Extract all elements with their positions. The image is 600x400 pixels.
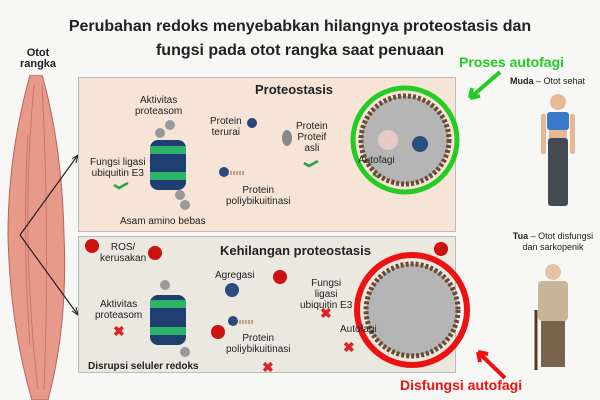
- skeletal-muscle-illustration: [7, 75, 79, 400]
- l1: Fungsi: [311, 278, 342, 289]
- proteostasis-heading: Proteostasis: [255, 82, 334, 97]
- l2: terurai: [211, 127, 241, 138]
- green-arrow-icon: [468, 70, 502, 100]
- l2: poliybikuitinasi: [226, 344, 291, 355]
- title-line-1: Perubahan redoks menyebabkan hilangnya p…: [68, 18, 532, 35]
- young-bold: Muda: [510, 76, 534, 86]
- l2: kerusakan: [100, 253, 147, 264]
- l2: poliybikuitinasi: [226, 196, 291, 207]
- cross-icons: ✖ ✖ ✖ ✖: [113, 305, 355, 375]
- l1: Protein: [296, 121, 328, 132]
- l1: Fungsi ligasi: [90, 157, 146, 168]
- l2: proteasom: [95, 310, 143, 321]
- svg-text:✖: ✖: [262, 359, 274, 375]
- autophagy-label: Autofagi: [358, 155, 395, 166]
- muscle-label-2: rangka: [19, 58, 57, 70]
- l3: ubiquitin E3: [300, 300, 353, 311]
- muscle-label-1: Otot: [26, 47, 50, 59]
- svg-text:✖: ✖: [320, 305, 332, 321]
- svg-text:✖: ✖: [113, 323, 125, 339]
- old-bold: Tua: [512, 231, 529, 241]
- title-line-2: fungsi pada otot rangka saat penuaan: [155, 42, 445, 59]
- polyubiquitinated-protein-icon: [219, 167, 229, 177]
- young-person-figure: [541, 94, 575, 206]
- red-arrow-icon: [476, 350, 507, 380]
- l2: Proteif: [297, 132, 327, 143]
- l1: Protein: [242, 333, 275, 344]
- old-line2: dan sarkopenik: [522, 242, 584, 252]
- young-rest: – Otot sehat: [533, 76, 586, 86]
- ros-burst-icons: [85, 239, 448, 339]
- proteasome-top-icon: [150, 120, 190, 210]
- autophagy-dysfunction-callout: Disfungsi autofagi: [400, 377, 523, 393]
- autophagy-process-callout: Proses autofagi: [459, 54, 565, 70]
- l1: Protein: [210, 116, 242, 127]
- l1: Aktivitas: [140, 95, 178, 106]
- l2: ligasi: [314, 289, 338, 300]
- native-protein-icon: [282, 130, 292, 146]
- l1: Protein: [242, 185, 275, 196]
- autophagy-label-2: Autofagi: [340, 324, 377, 335]
- aggregate-icon: [225, 283, 239, 297]
- loss-proteostasis-heading: Kehilangan proteostasis: [220, 243, 371, 258]
- free-amino-acids-label: Asam amino bebas: [120, 216, 206, 227]
- autophagosome-dysfunctional: [354, 252, 470, 368]
- old-person-figure: [534, 264, 568, 370]
- aggregation-label: Agregasi: [215, 270, 255, 281]
- old-rest: – Otot disfungsi: [528, 231, 594, 241]
- l1: ROS/: [110, 242, 136, 253]
- proteasome-bottom-icon: [150, 280, 190, 357]
- young-label: Muda – Otot sehat: [510, 76, 585, 87]
- l2: ubiquitin E3: [91, 168, 144, 179]
- redox-disruption-label: Disrupsi seluler redoks: [88, 361, 199, 372]
- unfolded-protein-icon: [247, 118, 257, 128]
- l3: asli: [304, 143, 320, 154]
- l2: proteasom: [135, 106, 183, 117]
- autophagosome-healthy: [350, 85, 460, 195]
- ros-damage-label: ROS/kerusakan: [100, 242, 146, 264]
- svg-text:✖: ✖: [343, 339, 355, 355]
- l1: Aktivitas: [100, 299, 138, 310]
